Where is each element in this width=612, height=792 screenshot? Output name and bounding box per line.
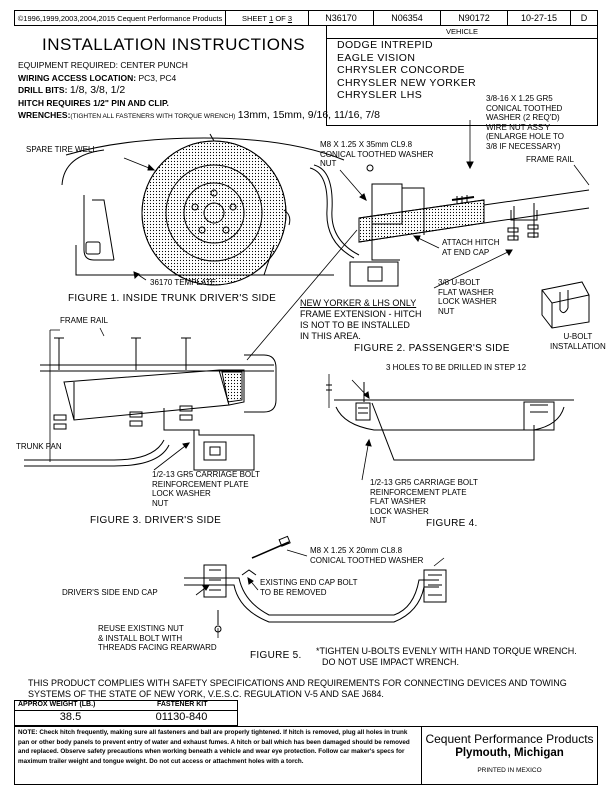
weight-label: APPROX WEIGHT (LB.) [18, 701, 96, 708]
vehicle-item: CHRYSLER LHS [337, 89, 423, 101]
fastener-kit-value: 01130-840 [155, 711, 208, 723]
revision-letter: D [580, 13, 588, 23]
vehicle-item: CHRYSLER CONCORDE [337, 64, 465, 76]
template-label: 36170 TEMPLATE [150, 278, 216, 287]
vehicle-item: DODGE INTREPID [337, 39, 434, 51]
weight-value: 38.5 [59, 711, 82, 723]
figure-1-drawing [61, 133, 345, 286]
printed-in: PRINTED IN MEXICO [477, 767, 542, 774]
sheet-number: SHEET 1 OF 3 [226, 11, 309, 25]
fastener-kit-label: FASTENER KIT [156, 701, 208, 708]
wrenches: WRENCHES:(TIGHTEN ALL FASTENERS WITH TOR… [18, 109, 380, 121]
figure-2-caption: FIGURE 2. PASSENGER'S SIDE [354, 343, 510, 354]
page-title: INSTALLATION INSTRUCTIONS [42, 35, 306, 54]
tighten-note: *TIGHTEN U-BOLTS EVENLY WITH HAND TORQUE… [316, 646, 577, 667]
figure-4-caption: FIGURE 4. [426, 518, 478, 529]
header-strip: ©1996,1999,2003,2004,2015 Cequent Perfor… [14, 10, 598, 26]
figure-4-drawing [326, 374, 574, 481]
new-yorker-note: NEW YORKER & LHS ONLY FRAME EXTENSION - … [300, 298, 422, 341]
holes-to-drill-label: 3 HOLES TO BE DRILLED IN STEP 12 [386, 363, 527, 372]
wiring-access: WIRING ACCESS LOCATION: PC3, PC4 [18, 72, 177, 83]
drill-bits: DRILL BITS: 1/8, 3/8, 1/2 [18, 84, 126, 96]
frame-rail-label-fig3: FRAME RAIL [60, 316, 109, 325]
vehicle-item: EAGLE VISION [337, 51, 416, 64]
compliance-statement: THIS PRODUCT COMPLIES WITH SAFETY SPECIF… [28, 678, 567, 699]
equipment-required: EQUIPMENT REQUIRED: CENTER PUNCH [18, 60, 188, 70]
vehicle-title: VEHICLE [327, 26, 597, 39]
revision-date: 10-27-15 [508, 11, 571, 25]
figure-5-caption: FIGURE 5. [250, 650, 302, 661]
part-number-3: N90172 [441, 11, 508, 25]
part-number-2: N06354 [374, 11, 441, 25]
vehicle-box: VEHICLE DODGE INTREPID EAGLE VISION CHRY… [326, 26, 598, 126]
spare-tire-well-label: SPARE TIRE WELL [26, 145, 97, 154]
part-number-1: N36170 [309, 11, 374, 25]
hitch-requirement: HITCH REQUIRES 1/2" PIN AND CLIP. [18, 97, 169, 108]
figure-2-drawing [246, 120, 590, 361]
safety-note: NOTE: Check hitch frequently, making sur… [14, 726, 422, 785]
driver-end-cap-label: DRIVER'S SIDE END CAP [62, 588, 158, 597]
trunk-pan-label: TRUNK PAN [16, 442, 62, 451]
frame-rail-label-fig2: FRAME RAIL [526, 155, 575, 164]
vehicle-item: CHRYSLER NEW YORKER [337, 76, 477, 89]
instruction-sheet: ©1996,1999,2003,2004,2015 Cequent Perfor… [14, 10, 606, 785]
figure-3-caption: FIGURE 3. DRIVER'S SIDE [90, 515, 222, 526]
company-name: Cequent Performance Products [425, 732, 594, 746]
figure-1-caption: FIGURE 1. INSIDE TRUNK DRIVER'S SIDE [68, 293, 277, 304]
weight-box: APPROX WEIGHT (LB.) FASTENER KIT 38.5 01… [14, 700, 238, 726]
company-city: Plymouth, Michigan [455, 747, 564, 759]
copyright: ©1996,1999,2003,2004,2015 Cequent Perfor… [15, 11, 226, 25]
requirements-block: EQUIPMENT REQUIRED: CENTER PUNCH WIRING … [18, 59, 380, 124]
installation-diagrams [24, 120, 590, 638]
figure-3-drawing [24, 327, 277, 471]
company-block: Cequent Performance Products Plymouth, M… [422, 726, 598, 785]
figure-5-drawing [184, 535, 447, 638]
